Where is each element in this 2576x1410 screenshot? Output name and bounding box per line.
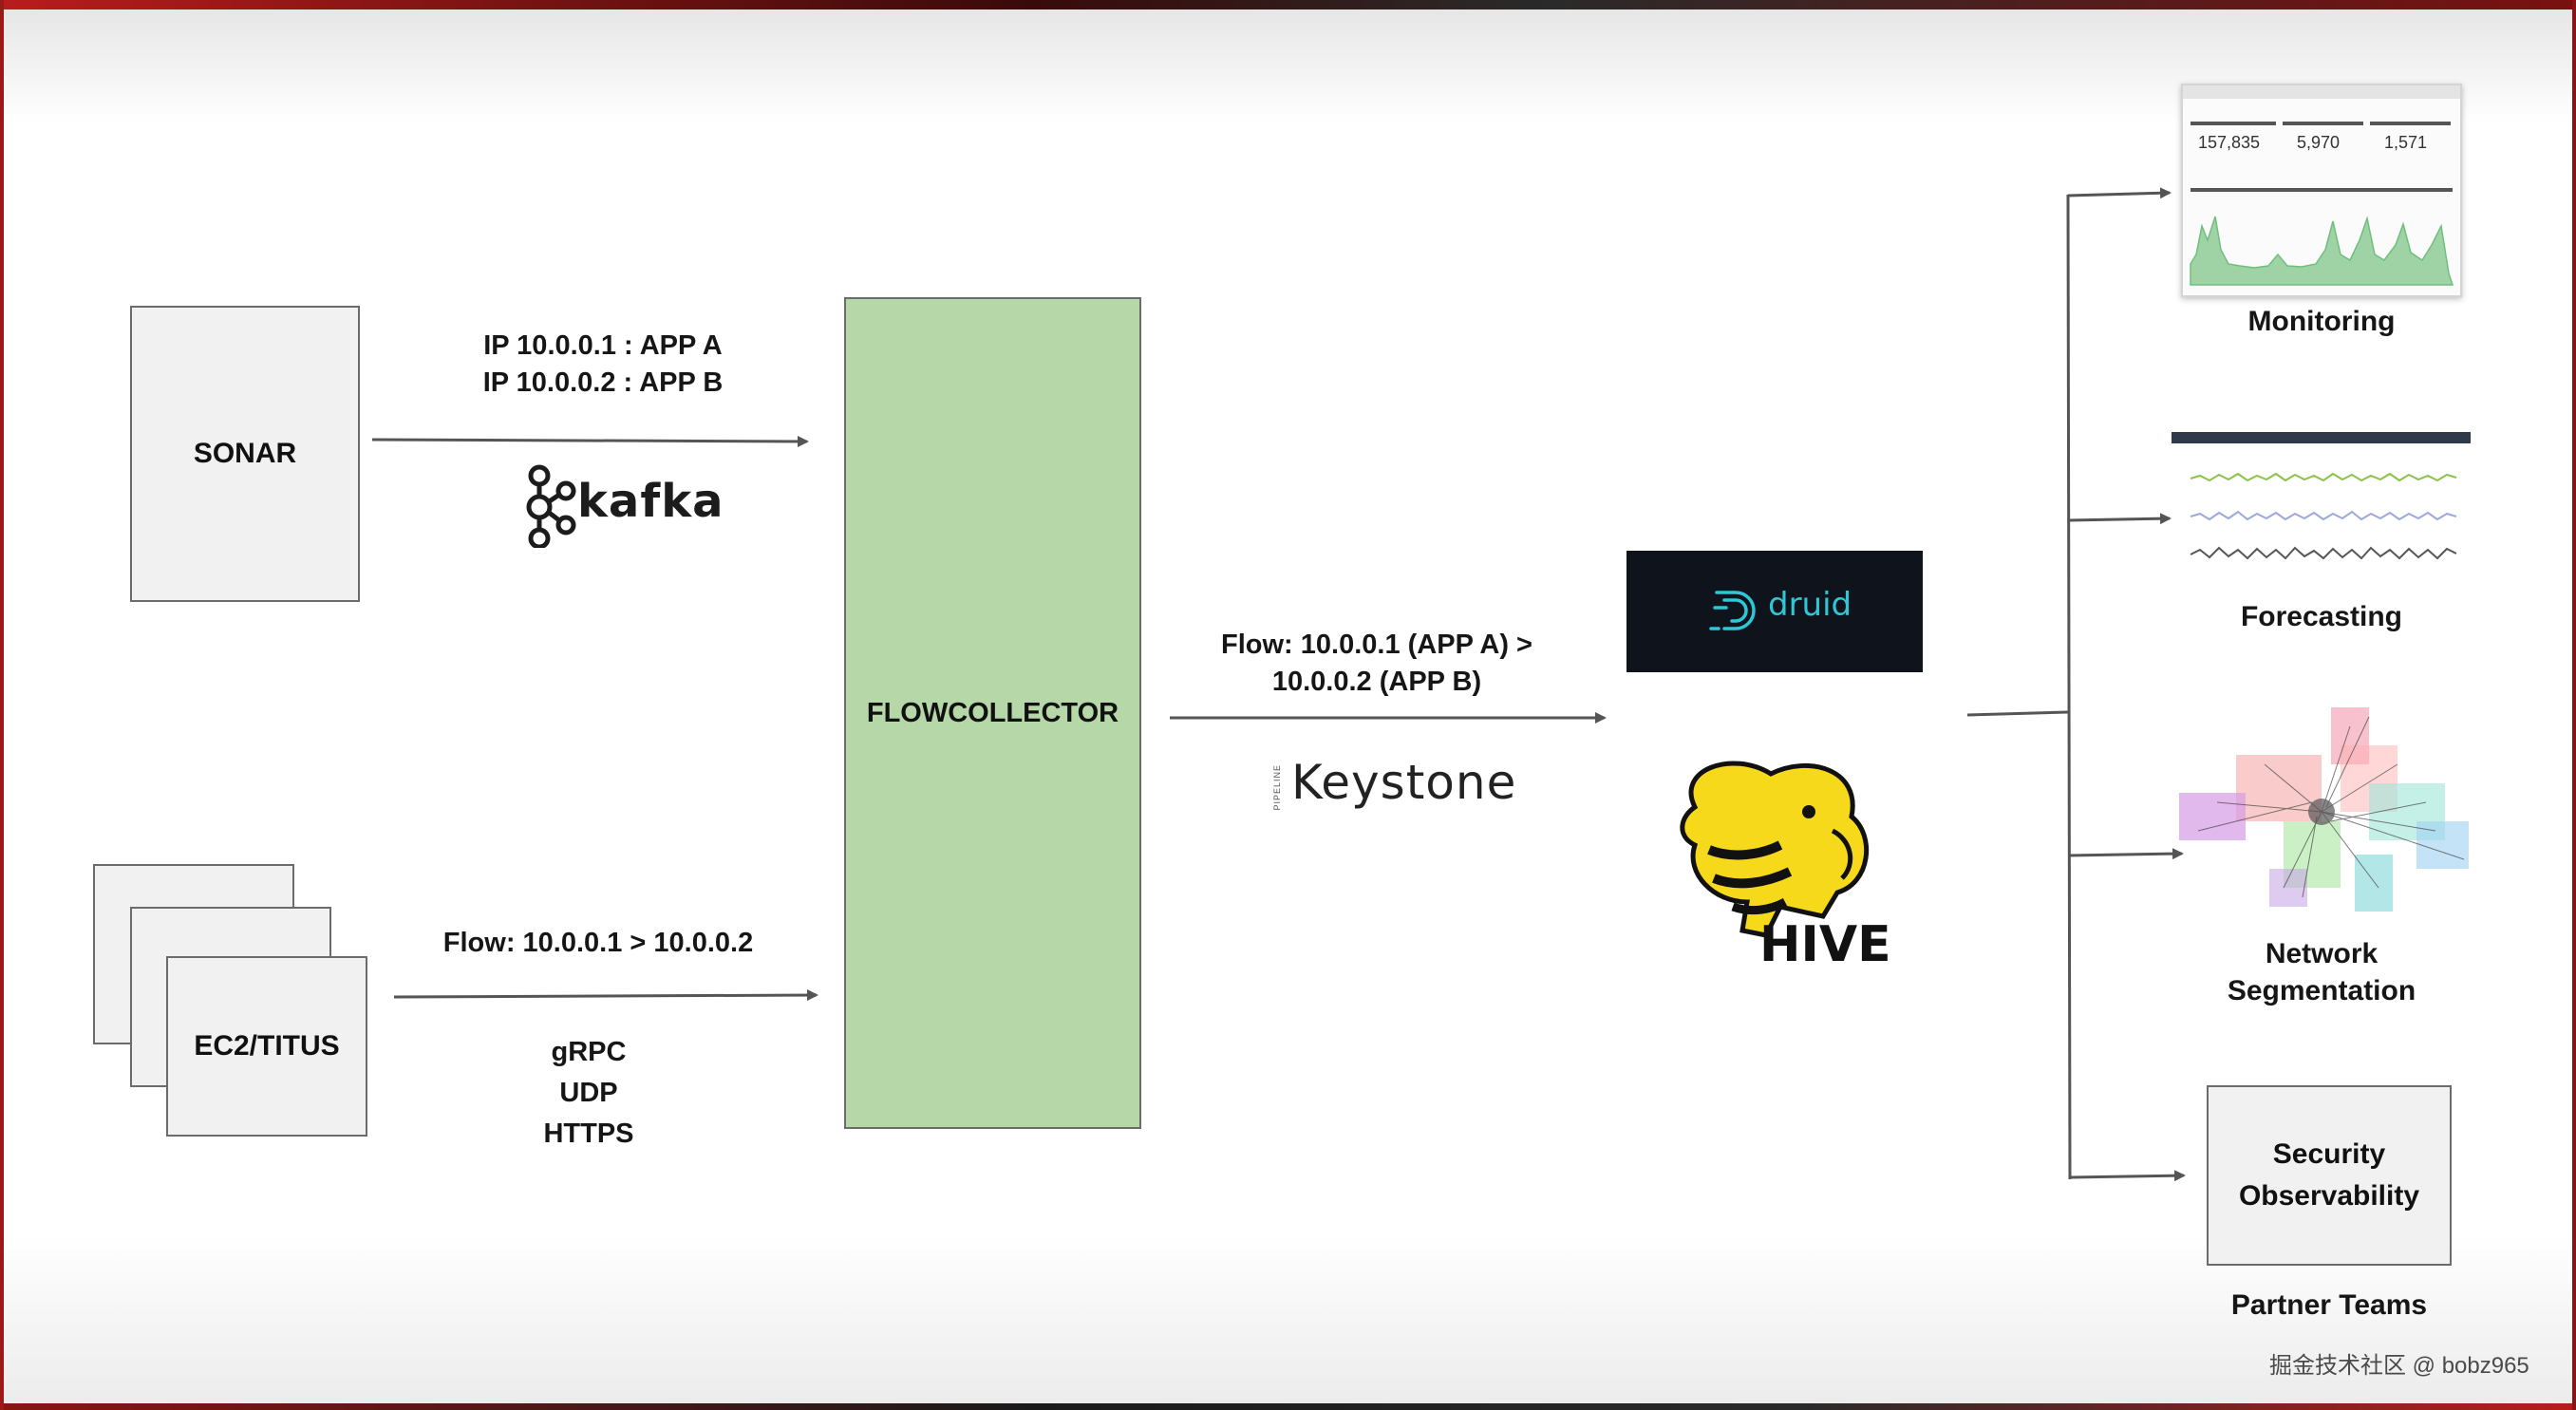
protocol-udp: UDP bbox=[494, 1073, 684, 1114]
ec2-box: EC2/TITUS bbox=[166, 956, 367, 1137]
monitoring-stat-header-1 bbox=[2191, 122, 2276, 125]
monitoring-chart-header bbox=[2191, 188, 2453, 192]
kafka-wordmark: kafka bbox=[577, 475, 724, 528]
monitoring-stat-2: 5,970 bbox=[2297, 133, 2340, 153]
keystone-pipeline-text: PIPELINE bbox=[1272, 764, 1282, 811]
collector-flow-label: Flow: 10.0.0.1 (APP A) > 10.0.0.2 (APP B… bbox=[1177, 627, 1576, 701]
arrow-to-forecasting bbox=[2068, 518, 2170, 520]
ec2-flow-label: Flow: 10.0.0.1 > 10.0.0.2 bbox=[389, 928, 807, 959]
sonar-box: SONAR bbox=[130, 306, 360, 602]
network-segmentation-graph-thumbnail bbox=[2179, 707, 2473, 921]
arrow-to-monitoring bbox=[2068, 193, 2170, 196]
collector-flow-line-1: Flow: 10.0.0.1 (APP A) > bbox=[1177, 627, 1576, 664]
collector-flow-line-2: 10.0.0.2 (APP B) bbox=[1177, 664, 1576, 701]
watermark: 掘金技术社区 @ bobz965 bbox=[2269, 1346, 2529, 1380]
keystone-wordmark: Keystone bbox=[1291, 755, 1516, 810]
monitoring-stat-3: 1,571 bbox=[2384, 133, 2427, 153]
forecasting-chart-thumbnail bbox=[2172, 432, 2471, 589]
fanout-bus bbox=[2068, 195, 2070, 1179]
partner-teams-label: Partner Teams bbox=[2184, 1289, 2474, 1322]
sonar-edge-label: IP 10.0.0.1 : APP A IP 10.0.0.2 : APP B bbox=[418, 328, 788, 402]
monitoring-label: Monitoring bbox=[2181, 306, 2462, 338]
keystone-logo: PIPELINE Keystone bbox=[1272, 755, 1510, 831]
forecasting-line-chart bbox=[2172, 445, 2471, 588]
monitoring-area-chart bbox=[2183, 197, 2460, 292]
forecasting-header-bar bbox=[2172, 432, 2471, 443]
flowcollector-box: FLOWCOLLECTOR bbox=[844, 297, 1141, 1129]
sonar-edge-line-2: IP 10.0.0.2 : APP B bbox=[418, 365, 788, 402]
arrow-to-network bbox=[2069, 854, 2182, 855]
network-line-2: Segmentation bbox=[2181, 972, 2462, 1009]
monitoring-dashboard-thumbnail: 157,835 5,970 1,571 bbox=[2181, 84, 2462, 297]
arrow-sonar-to-collector bbox=[372, 440, 807, 442]
hive-logo-icon: HIVE bbox=[1657, 750, 1894, 968]
forecasting-label: Forecasting bbox=[2181, 601, 2462, 633]
monitoring-stat-header-2 bbox=[2283, 122, 2363, 125]
monitoring-stat-1: 157,835 bbox=[2198, 133, 2260, 153]
network-line-1: Network bbox=[2181, 935, 2462, 972]
protocol-grpc: gRPC bbox=[494, 1032, 684, 1073]
druid-wordmark: druid bbox=[1768, 586, 1852, 624]
arrow-ec2-to-collector bbox=[394, 995, 817, 997]
monitoring-stat-header-3 bbox=[2370, 122, 2451, 125]
security-line-2: Observability bbox=[2239, 1175, 2419, 1217]
sonar-edge-line-1: IP 10.0.0.1 : APP A bbox=[418, 328, 788, 365]
druid-icon bbox=[1707, 587, 1764, 634]
sonar-label: SONAR bbox=[194, 438, 296, 470]
security-observability-box: Security Observability bbox=[2207, 1085, 2452, 1266]
flowcollector-label: FLOWCOLLECTOR bbox=[867, 698, 1119, 729]
protocol-list: gRPC UDP HTTPS bbox=[494, 1032, 684, 1155]
security-line-1: Security bbox=[2239, 1134, 2419, 1175]
ec2-label: EC2/TITUS bbox=[194, 1030, 339, 1062]
connector-stores-to-bus bbox=[1967, 712, 2068, 715]
network-segmentation-label: Network Segmentation bbox=[2181, 935, 2462, 1009]
protocol-https: HTTPS bbox=[494, 1114, 684, 1155]
hive-wordmark: HIVE bbox=[1759, 916, 1891, 968]
monitoring-toolbar bbox=[2183, 85, 2460, 99]
arrow-to-security bbox=[2070, 1175, 2184, 1177]
